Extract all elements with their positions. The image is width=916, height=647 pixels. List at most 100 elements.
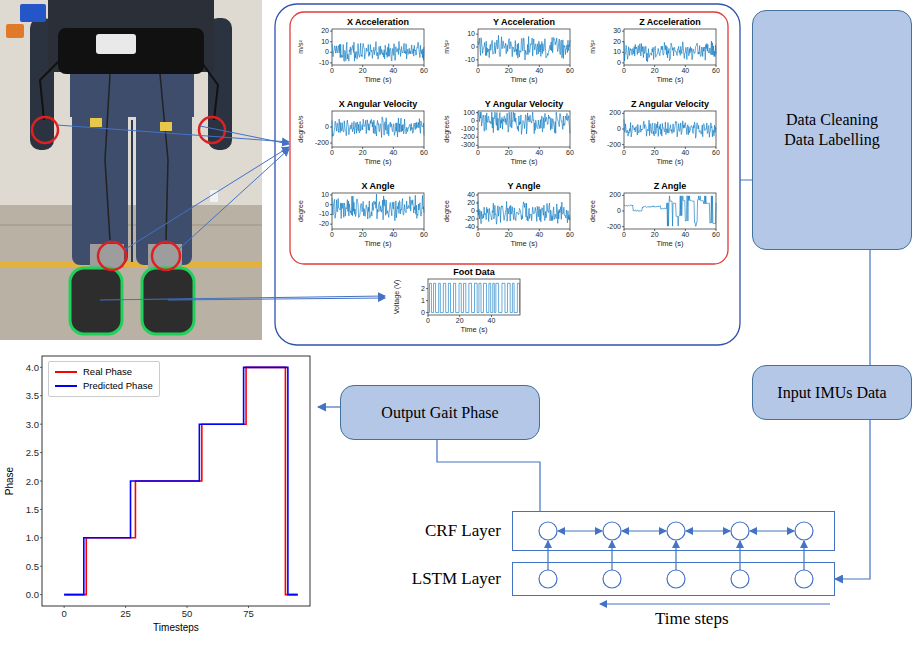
- signal-trace: [478, 201, 570, 224]
- subject-photo: [0, 0, 262, 340]
- plot-frame: [624, 65, 625, 67]
- axis-tick: 2.0: [26, 476, 39, 487]
- box-text: Output Gait Phase: [381, 403, 498, 423]
- plot-frame: [476, 34, 478, 35]
- axis-tick: 20: [651, 149, 659, 157]
- axis-label: degree: [297, 200, 305, 222]
- axis-tick: 25: [120, 608, 131, 619]
- chart-frame: [40, 566, 42, 567]
- plot-frame: [622, 113, 624, 114]
- axis-tick: 60: [420, 149, 428, 157]
- sensor-leader-line: [124, 147, 289, 250]
- plot-frame: [362, 229, 363, 231]
- chart-frame: [248, 606, 249, 608]
- network-link: [803, 541, 804, 570]
- chart-frame: [40, 395, 42, 396]
- plot-frame: [539, 147, 540, 149]
- plot-frame: [476, 112, 478, 113]
- plot-frame: [478, 193, 570, 229]
- axis-tick: 40: [535, 149, 543, 157]
- plot-frame: [476, 203, 478, 204]
- axis-label: degree/s: [589, 115, 597, 142]
- axis-tick: 60: [712, 67, 720, 75]
- axis-tick: 20: [321, 27, 329, 35]
- subject-photo: [70, 268, 122, 334]
- subject-photo: [96, 34, 136, 54]
- subject-photo: [160, 122, 172, 131]
- sensor-leader-line: [57, 125, 752, 300]
- plot-frame: [362, 65, 363, 67]
- plot-frame: [570, 147, 571, 149]
- plot-frame: [424, 229, 425, 231]
- chart-frame: [42, 356, 310, 606]
- network-unit: [731, 522, 749, 540]
- axis-tick: 0: [617, 59, 621, 67]
- axis-tick: 0: [426, 317, 430, 325]
- plot-frame: [622, 211, 624, 212]
- axis-tick: 50: [182, 608, 193, 619]
- plot-title: Z Angle: [654, 181, 687, 191]
- axis-tick: 0: [471, 207, 475, 215]
- plot-frame: [539, 65, 540, 67]
- plot-frame: [685, 65, 686, 67]
- axis-tick: -200: [607, 223, 621, 231]
- plot-frame: [426, 312, 428, 313]
- sensor-leader-line: [740, 180, 752, 181]
- axis-tick: 60: [712, 231, 720, 239]
- axis-tick: 0: [421, 309, 425, 317]
- legend-text: Predicted Phase: [83, 380, 153, 392]
- axis-label: Time (s): [510, 157, 537, 166]
- axis-label: Time (s): [364, 157, 391, 166]
- axis-tick: 1.5: [26, 504, 39, 515]
- axis-tick: 0: [476, 231, 480, 239]
- plot-frame: [478, 111, 570, 147]
- axis-tick: 10: [467, 30, 475, 38]
- layer-label: LSTM Layer: [412, 569, 501, 589]
- chart-frame: [125, 606, 126, 608]
- axis-label: degree/s: [443, 115, 451, 142]
- subject-photo: [90, 118, 102, 127]
- plot-frame: [624, 193, 716, 229]
- plot-frame: [332, 111, 424, 147]
- phase-line: [64, 367, 298, 594]
- axis-tick: 0: [330, 231, 334, 239]
- network-link: [686, 530, 730, 531]
- signal-trace: [624, 196, 716, 226]
- phase-chart: PhaseTimesteps0.00.51.01.52.02.53.03.54.…: [0, 342, 316, 642]
- network-unit: [667, 522, 685, 540]
- network-unit: [795, 570, 813, 588]
- axis-tick: -10: [319, 210, 329, 218]
- plot-frame: [424, 65, 425, 67]
- plot-frame: [426, 288, 428, 289]
- axis-tick: 60: [420, 67, 428, 75]
- axis-tick: 40: [681, 67, 689, 75]
- plot-frame: [476, 195, 478, 196]
- chart-frame: [187, 606, 188, 608]
- axis-tick: 20: [651, 231, 659, 239]
- plot-frame: [685, 147, 686, 149]
- signal-trace: [428, 283, 520, 312]
- box-text: Data Cleaning Data Labelling: [775, 110, 890, 150]
- axis-label: Time (s): [656, 75, 683, 84]
- axis-tick: 20: [467, 199, 475, 207]
- axis-tick: 0: [622, 67, 626, 75]
- plot-frame: [622, 129, 624, 130]
- legend-swatch: [55, 385, 77, 387]
- axis-tick: 20: [359, 231, 367, 239]
- axis-tick: 20: [456, 317, 464, 325]
- chart-legend: Real PhasePredicted Phase: [48, 361, 160, 397]
- axis-tick: 20: [505, 149, 513, 157]
- network-link: [611, 541, 612, 570]
- plot-title: Z Acceleration: [639, 17, 701, 27]
- signal-trace: [624, 119, 716, 138]
- axis-tick: 0: [622, 231, 626, 239]
- network-unit: [731, 570, 749, 588]
- axis-tick: 20: [359, 149, 367, 157]
- axis-tick: 0: [330, 149, 334, 157]
- process-box: Input IMUs Data: [752, 365, 912, 420]
- axis-label: Time (s): [364, 239, 391, 248]
- flow-connector: [835, 420, 870, 579]
- axis-tick: 3.0: [26, 419, 39, 430]
- network-unit: [603, 570, 621, 588]
